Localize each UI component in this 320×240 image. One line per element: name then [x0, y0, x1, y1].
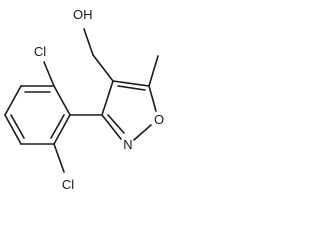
bond-ph6-cl: [53, 143, 65, 173]
bond-ch2-oh: [83, 28, 94, 56]
ring-nitrogen-label: N: [123, 137, 132, 152]
bond-c5-methyl: [148, 55, 159, 87]
bond-ph3-ph4: [4, 85, 22, 116]
bond-n2-c3: [101, 114, 122, 140]
hydroxyl-label: OH: [73, 7, 93, 22]
bond-c3-c4: [101, 80, 114, 116]
bond-n2-c3-inner: [107, 114, 125, 134]
bond-c5-o1: [148, 85, 157, 112]
bond-ph6-ph1-inner: [50, 114, 65, 139]
bond-ph4-ph5-inner: [10, 114, 25, 139]
bond-c4-ch2: [92, 54, 114, 82]
ring-oxygen-label: O: [154, 112, 164, 127]
bond-o1-n2: [133, 124, 152, 141]
bond-ph2-cl: [43, 61, 55, 87]
bond-ph6-ph1: [53, 114, 71, 145]
bond-ph1-ph2: [53, 85, 71, 116]
bond-c4-c5-inner: [117, 85, 146, 91]
chlorine-bottom-label: Cl: [62, 177, 74, 192]
chemical-structure: OH O N Cl Cl: [4, 7, 164, 192]
bond-ph4-ph5: [4, 114, 22, 145]
bond-c4-c5: [112, 80, 150, 87]
chlorine-top-label: Cl: [34, 44, 46, 59]
